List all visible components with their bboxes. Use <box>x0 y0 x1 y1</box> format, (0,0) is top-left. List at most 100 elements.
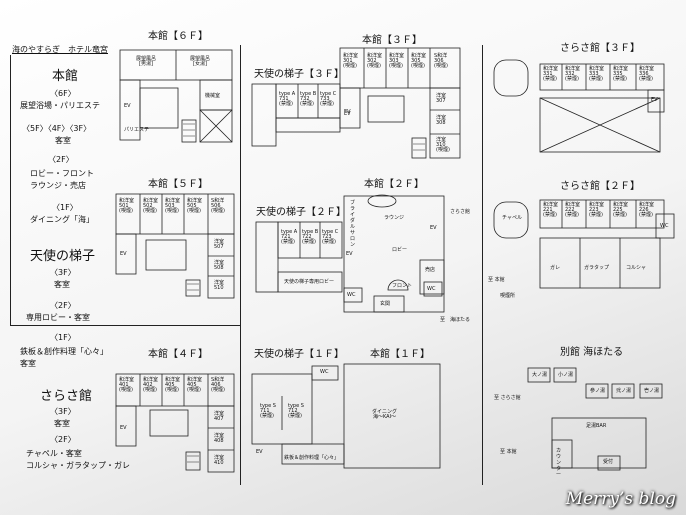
annex-to-main: 至 本館 <box>500 449 517 455</box>
map-title-sarasa-3f: さらさ館【３Ｆ】 <box>560 43 640 54</box>
annex-bath-1 <box>527 367 551 383</box>
main-4f-room-401: 和洋室 401 (喫煙) <box>119 377 135 393</box>
sidebar-angel-floor-1: 〈1F〉 <box>50 333 76 342</box>
main-4f-room-402: 和洋室 402 (喫煙) <box>143 377 159 393</box>
sarasa-2f-room-222: 和洋室 222 (禁煙) <box>565 202 581 218</box>
main-3f-ev-label: EV <box>344 109 351 115</box>
map-title-angel-3f: 天使の梯子【３Ｆ】 <box>254 69 344 80</box>
main-3f-room-306: S和洋 306 (喫煙) <box>434 53 448 69</box>
main-3f-room-row <box>339 47 461 89</box>
main-6f-machine-label: 機械室 <box>205 93 221 99</box>
sarasa-3f-room-332: 和洋室 332 (禁煙) <box>565 66 581 82</box>
main-5f-side-rooms <box>207 233 235 299</box>
sarasa-3f-room-333: 和洋室 333 (禁煙) <box>589 66 605 82</box>
sarasa-2f-garatap: ガラタップ <box>584 265 610 271</box>
hotel-name: 海のやすらぎ ホテル竜宮 <box>12 45 108 54</box>
annex-bath-ichi: 壱ノ湯 <box>644 388 660 394</box>
main-2f-lounge: ラウンジ <box>384 215 405 221</box>
annex-bath-4 <box>611 383 635 399</box>
map-title-main-6f: 本館【６Ｆ】 <box>148 31 208 42</box>
main-4f-room-408: 洋室 408 <box>214 433 225 444</box>
annex-bath-san: 参ノ湯 <box>590 388 606 394</box>
main-3f-side-rooms <box>429 87 461 159</box>
main-2f-shop: 売店 <box>425 267 436 273</box>
main-2f-shop <box>419 259 445 295</box>
main-4f-stairs <box>185 451 201 471</box>
annex-reception: 受付 <box>603 459 614 465</box>
main-2f-wc-2: WC <box>427 286 436 292</box>
main-1f-dining-label: ダイニング 海〜KAI〜 <box>372 409 398 420</box>
angel-1f-wc: WC <box>320 369 329 375</box>
main-4f-room-410: 洋室 410 <box>214 455 225 466</box>
main-4f-atrium <box>149 409 189 437</box>
angel-1f-room-712: type S 712 (禁煙) <box>288 403 304 419</box>
map-title-main-3f: 本館【３Ｆ】 <box>362 35 422 46</box>
main-6f-shaft <box>199 109 233 143</box>
angel-1f-ev-label: EV <box>256 449 263 455</box>
main-4f-room-405: 和洋室 405 (喫煙) <box>187 377 203 393</box>
main-3f-room-310: 洋室 310 (喫煙) <box>436 137 450 153</box>
map-title-annex: 別館 海ほたる <box>560 347 624 358</box>
main-4f-room-407: 洋室 407 <box>214 411 225 422</box>
angel-1f-room-711: type S 711 (禁煙) <box>260 403 276 419</box>
sidebar-main-desc-1: ダイニング「海」 <box>30 215 94 224</box>
sarasa-2f-shops <box>539 237 661 289</box>
map-title-main-1f: 本館【１Ｆ】 <box>370 349 430 360</box>
sarasa-3f-room-335: 和洋室 335 (禁煙) <box>613 66 629 82</box>
sidebar-sarasa-desc-3: 客室 <box>54 419 70 428</box>
main-3f-ev-block <box>339 87 361 129</box>
angel-1f-wc <box>311 365 339 381</box>
main-2f-ev-label: EV <box>430 225 437 231</box>
annex-bath-dai: 大ノ湯 <box>532 372 548 378</box>
annex-to-sarasa: 至 さらさ館 <box>494 395 521 401</box>
main-3f-room-305: 和洋室 305 (喫煙) <box>411 53 427 69</box>
main-5f-room-501: 和洋室 501 (喫煙) <box>119 198 135 214</box>
sidebar-angel-desc-1: 鉄板＆創作料理「心々」 客室 <box>20 347 108 368</box>
annex-bath-ni: 弐ノ湯 <box>616 388 632 394</box>
sidebar-main-floor-543: 〈5F〉〈4F〉〈3F〉 <box>22 124 92 133</box>
angel-3f-west-wing <box>251 83 277 147</box>
main-5f-room-506: S和洋 506 (喫煙) <box>211 198 225 214</box>
angel-3f-corridor <box>275 117 341 133</box>
map-title-sarasa-2f: さらさ館【２Ｆ】 <box>560 181 640 192</box>
sidebar-sarasa-floor-2: 〈2F〉 <box>50 435 76 444</box>
sarasa-2f-wc: WC <box>660 223 669 229</box>
sarasa-3f-void <box>539 97 661 153</box>
sarasa-3f-round-room <box>493 59 529 97</box>
main-5f-room-row <box>115 193 235 235</box>
annex-reception <box>597 455 621 471</box>
main-2f-wc-2 <box>423 281 443 297</box>
sarasa-2f-room-223: 和洋室 223 (禁煙) <box>589 202 605 218</box>
main-2f-entrance <box>373 295 405 313</box>
angel-2f-lobby <box>277 271 343 293</box>
main-2f-to-sarasa: さらさ館 <box>450 209 471 215</box>
sarasa-2f-smoking: 喫煙所 <box>500 293 516 299</box>
sidebar-angel-desc-2: 専用ロビー・客室 <box>26 313 90 322</box>
sidebar-angel-floor-3: 〈3F〉 <box>50 268 76 277</box>
map-title-main-4f: 本館【４Ｆ】 <box>148 349 208 360</box>
main-2f-front-desk <box>387 279 409 291</box>
angel-3f-room-732: type B 732 (禁煙) <box>300 91 317 107</box>
sidebar-angel-desc-3: 客室 <box>54 280 70 289</box>
column-divider-2 <box>482 45 483 485</box>
main-3f-room-308: 洋室 308 <box>436 115 447 126</box>
main-2f-wc-1 <box>343 287 363 303</box>
main-4f-room-row <box>115 373 235 407</box>
main-5f-room-510: 洋室 510 <box>214 280 225 291</box>
main-5f-atrium <box>145 239 187 271</box>
sarasa-3f-room-336: 和洋室 336 (禁煙) <box>639 66 655 82</box>
sarasa-2f-room-226: 和洋室 226 (禁煙) <box>639 202 655 218</box>
angel-2f-ev-label: EV <box>346 251 353 257</box>
main-2f-lounge-counter <box>367 194 397 208</box>
sidebar-main-desc-2: ロビー・フロント ラウンジ・売店 <box>30 169 94 190</box>
main-4f-room-403: 和洋室 405 (喫煙) <box>165 377 181 393</box>
main-6f-stairs <box>181 119 197 143</box>
main-5f-room-507: 洋室 507 <box>214 239 225 250</box>
main-6f-womens-bath: 展望風呂 [女湯] <box>190 56 211 67</box>
main-5f-room-502: 和洋室 502 (喫煙) <box>143 198 159 214</box>
main-5f-ev-label: EV <box>120 251 127 257</box>
sidebar-main-desc-543: 客室 <box>55 136 71 145</box>
main-6f-center <box>139 87 179 129</box>
main-6f-esthe-label: パリエステ <box>124 127 150 133</box>
